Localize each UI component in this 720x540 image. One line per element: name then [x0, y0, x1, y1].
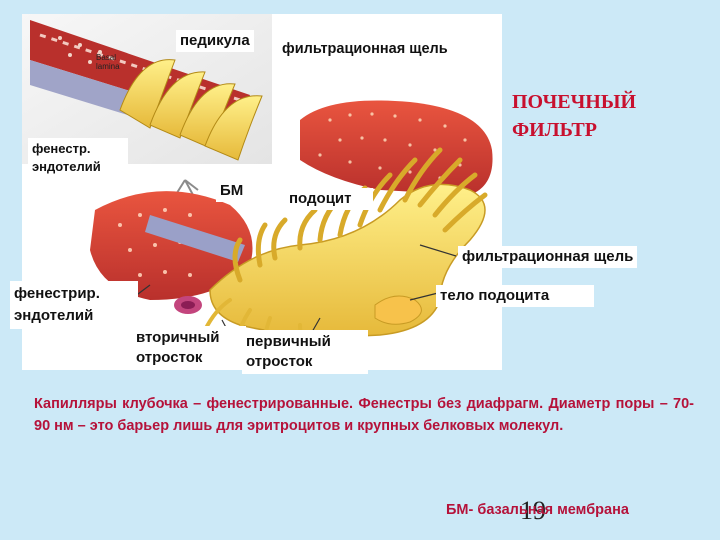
label-bm: БМ — [216, 180, 272, 202]
label-fenestrated-endothelium: фенестрир. эндотелий — [10, 281, 138, 329]
title-line-1: ПОЧЕЧНЫЙ — [512, 91, 637, 113]
capillary-loop — [300, 100, 493, 195]
label-fenestr-endothelium-inset: фенестр. эндотелий — [28, 138, 128, 178]
capillary-cross-section — [90, 191, 253, 300]
caption-text: Капилляры клубочка – фенестрированные. Ф… — [34, 396, 694, 434]
page-title: ПОЧЕЧНЫЙ ФИЛЬТР — [512, 88, 636, 144]
label-podocyte: подоцит — [285, 188, 373, 210]
page-number: 19 — [520, 496, 546, 525]
foot-processes — [232, 147, 488, 283]
label-podocyte-body: тело подоцита — [436, 285, 594, 307]
label-pedicula: педикула — [176, 30, 254, 52]
podocyte-nucleus — [374, 295, 422, 325]
basal-lamina-label: Basal — [96, 53, 116, 62]
label-filtration-slit: фильтрационная щель — [458, 246, 638, 268]
label-filtration-slit-top: фильтрационная щель — [278, 38, 452, 60]
inset-pedicels — [119, 59, 263, 161]
nucleus-icon — [174, 296, 202, 314]
title-line-2: ФИЛЬТР — [512, 119, 597, 141]
label-secondary-process: вторичный отросток — [132, 326, 246, 370]
basement-membrane-strip — [145, 215, 245, 262]
label-primary-process: первичный отросток — [242, 330, 368, 374]
svg-text:lamina: lamina — [96, 62, 120, 71]
legend-text: БМ- базальная мембрана — [446, 502, 629, 518]
